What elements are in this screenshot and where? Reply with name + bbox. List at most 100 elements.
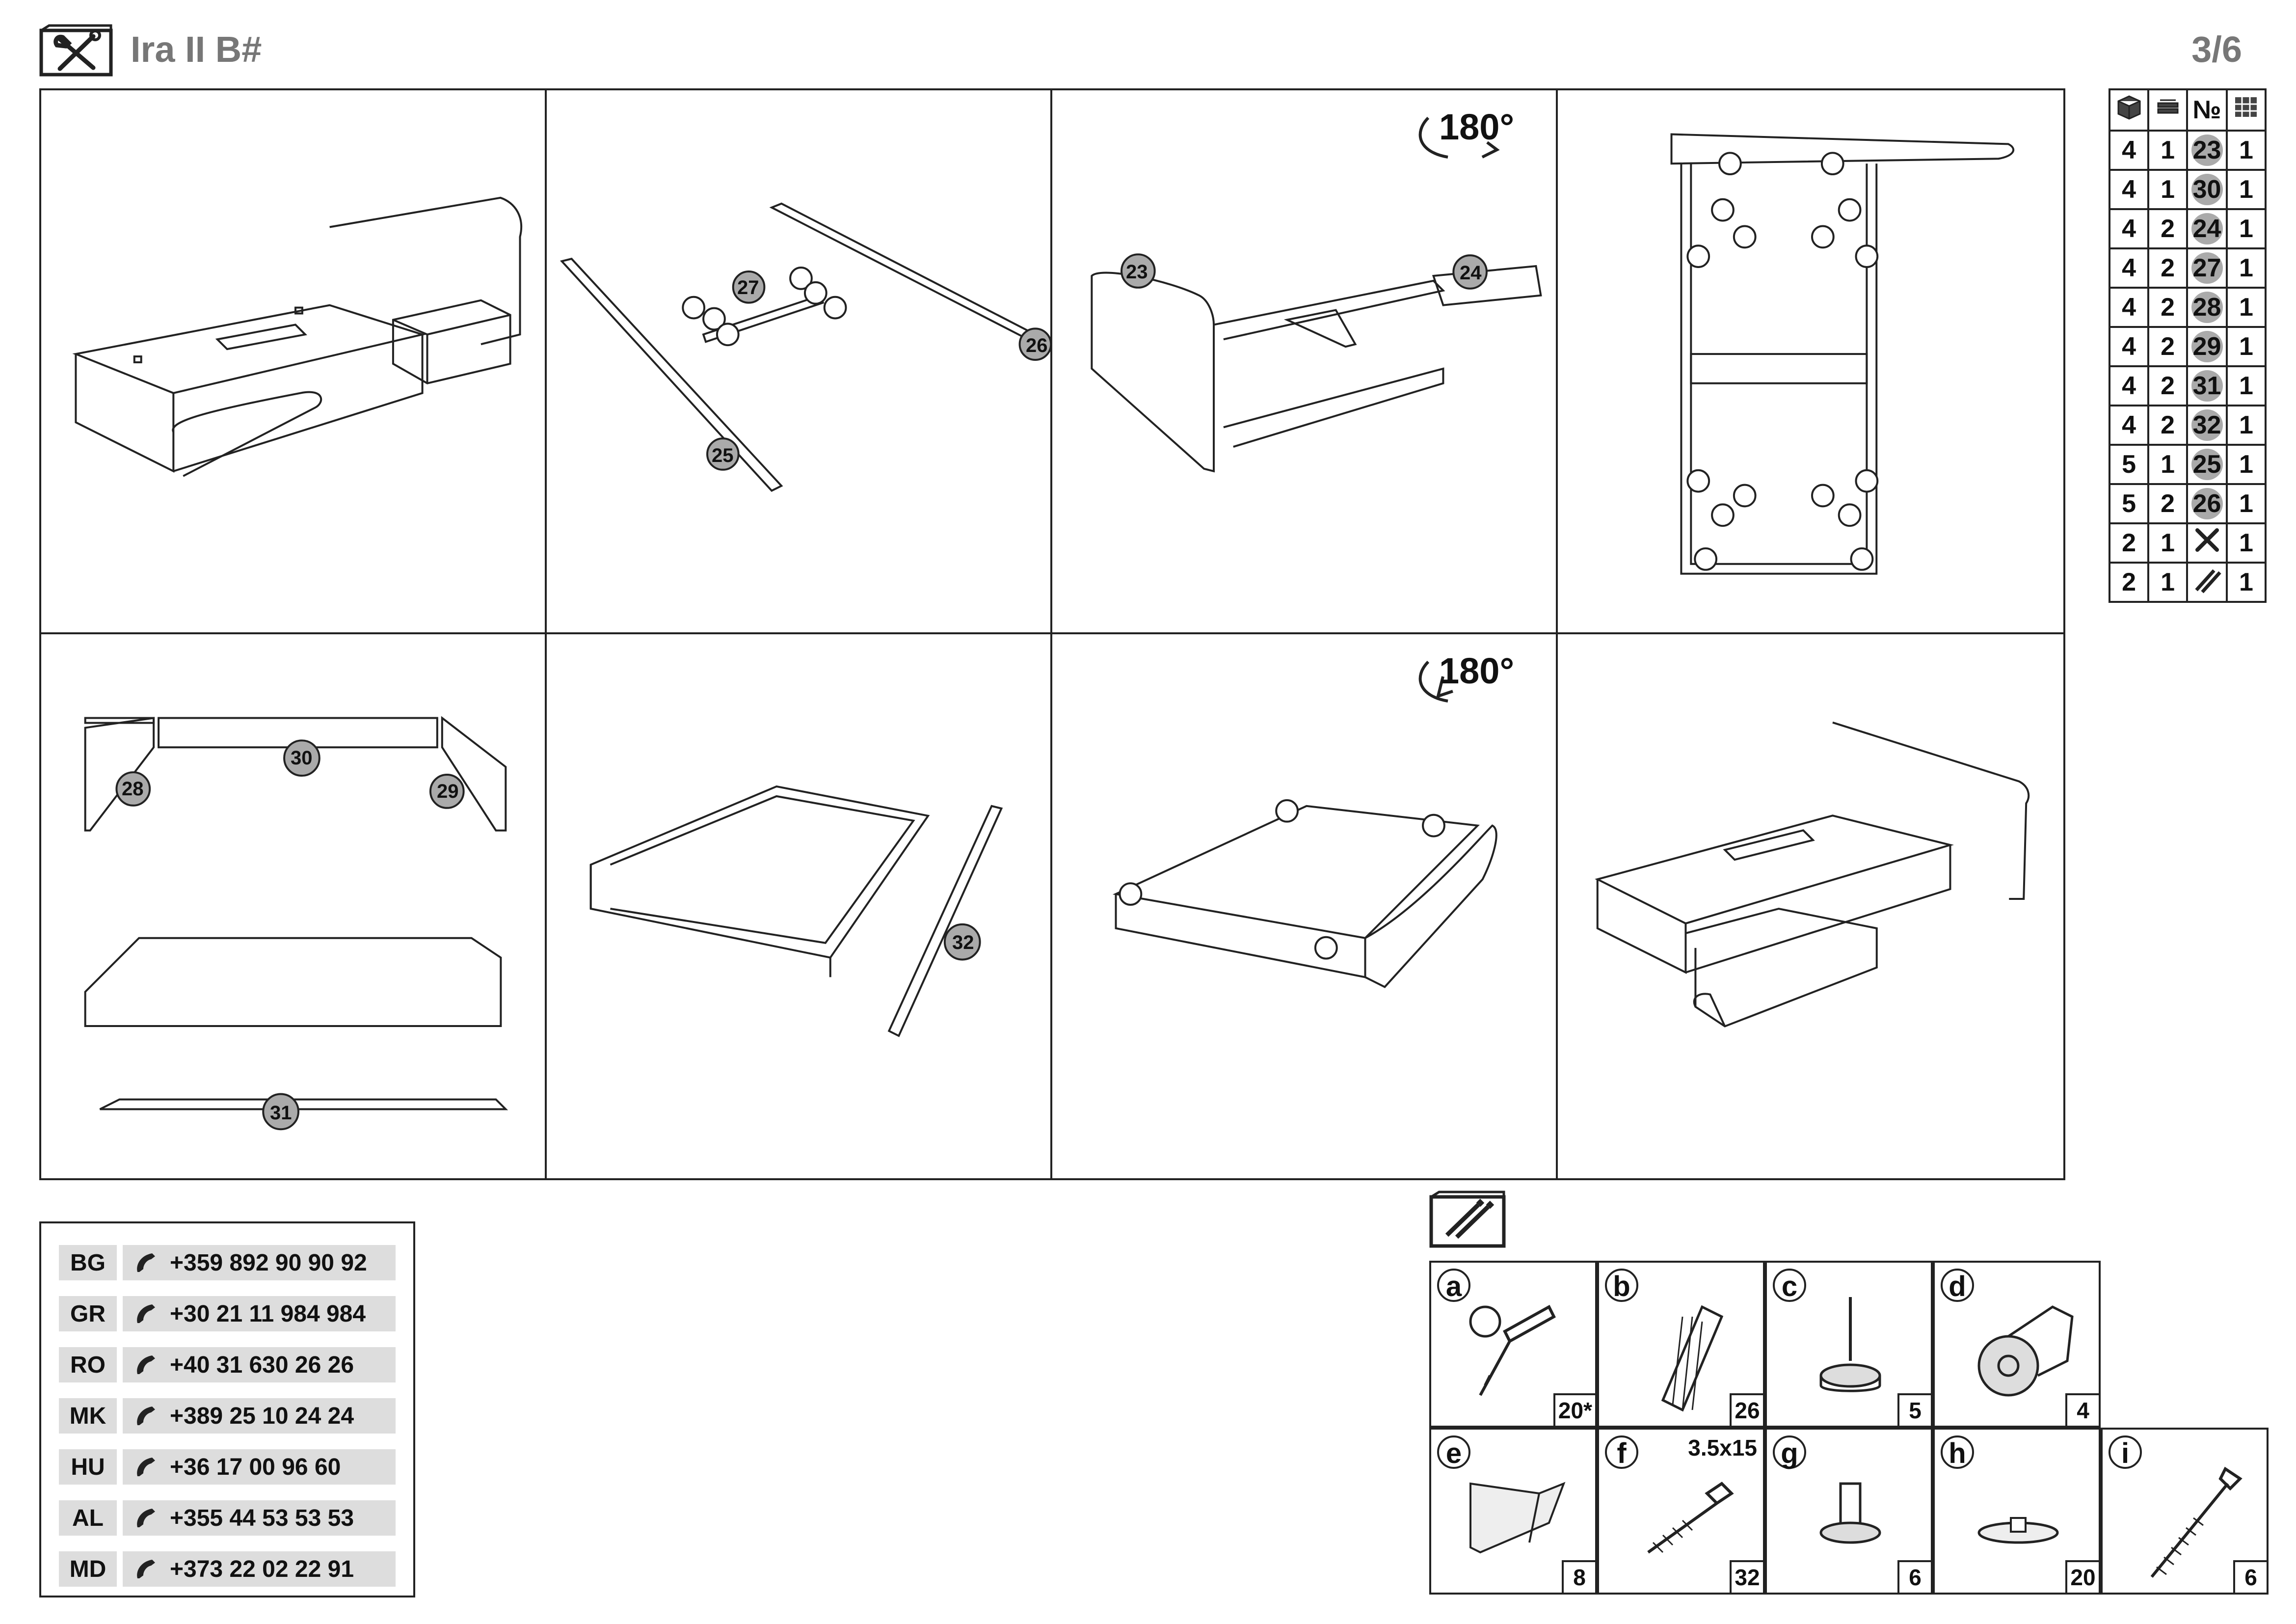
part-number-cell: 23 — [2186, 130, 2228, 171]
hardware-qty: 26 — [1730, 1393, 1765, 1428]
part-number-cell — [2186, 562, 2228, 603]
hardware-icon — [2194, 569, 2221, 593]
phone-number[interactable]: +40 31 630 26 26 — [123, 1347, 396, 1382]
parts-qty-cell: 1 — [2147, 522, 2189, 564]
part-label: 28 — [122, 778, 144, 800]
phone-number[interactable]: +30 21 11 984 984 — [123, 1296, 396, 1331]
phone-icon — [137, 1355, 155, 1374]
country-code: BG — [59, 1245, 117, 1280]
part-number: 26 — [2191, 488, 2223, 519]
rotate-label: 180° — [1439, 650, 1515, 691]
parts-qty-cell: 1 — [2225, 522, 2267, 564]
part-number-cell: 31 — [2186, 365, 2228, 406]
parts-qty-cell: 5 — [2108, 483, 2150, 524]
parts-qty-cell: 1 — [2225, 326, 2267, 367]
stack-icon — [2147, 88, 2189, 132]
hardware-label: d — [1941, 1269, 1974, 1302]
part-label: 23 — [1126, 261, 1148, 283]
phone-number[interactable]: +36 17 00 96 60 — [123, 1449, 396, 1485]
phone-number[interactable]: +355 44 53 53 53 — [123, 1500, 396, 1536]
phone-number[interactable]: +359 892 90 90 92 — [123, 1245, 396, 1280]
part-label: 29 — [437, 781, 459, 802]
cap-icon — [1977, 1517, 2059, 1544]
part-number-cell: 25 — [2186, 444, 2228, 485]
parts-qty-cell: 4 — [2108, 326, 2150, 367]
hardware-qty: 6 — [2233, 1560, 2269, 1595]
country-code: MK — [59, 1398, 117, 1434]
part-number: 29 — [2191, 331, 2223, 362]
parts-qty-cell: 4 — [2108, 247, 2150, 289]
phone-number-text: +373 22 02 22 91 — [170, 1556, 354, 1582]
hardware-label: f — [1605, 1435, 1638, 1469]
part-number: 32 — [2191, 409, 2223, 441]
step-panel-8 — [1558, 634, 2063, 1178]
tools-icon — [2195, 528, 2219, 552]
part-number: 24 — [2191, 213, 2223, 244]
parts-qty-cell: 4 — [2108, 130, 2150, 171]
parts-qty-cell: 1 — [2225, 405, 2267, 446]
phone-number-text: +36 17 00 96 60 — [170, 1454, 341, 1480]
parts-qty-cell: 1 — [2147, 562, 2189, 603]
parts-qty-cell: 1 — [2225, 247, 2267, 289]
part-number: 30 — [2191, 174, 2223, 205]
parts-qty-cell: 1 — [2225, 444, 2267, 485]
box-icon — [2108, 88, 2150, 132]
parts-qty-cell: 2 — [2108, 562, 2150, 603]
hardware-qty: 20* — [1553, 1393, 1597, 1428]
step-panel-7: 180° — [1052, 634, 1558, 1178]
part-number: 27 — [2191, 252, 2223, 284]
long-screw-icon — [2150, 1466, 2243, 1578]
step-panel-6: 32 — [547, 634, 1052, 1178]
phone-number-text: +389 25 10 24 24 — [170, 1403, 354, 1429]
phone-icon — [137, 1509, 155, 1527]
parts-qty-cell: 2 — [2108, 522, 2150, 564]
page-number: 3/6 — [2191, 29, 2242, 70]
part-number-cell: 27 — [2186, 247, 2228, 289]
hardware-qty: 32 — [1730, 1560, 1765, 1595]
rotate-180-icon: 180° — [1409, 103, 1522, 167]
hardware-label: i — [2109, 1435, 2142, 1469]
part-number-cell: 29 — [2186, 326, 2228, 367]
phone-row: AL+355 44 53 53 53 — [59, 1500, 396, 1536]
phone-number-text: +359 892 90 90 92 — [170, 1249, 367, 1276]
parts-qty-cell: 4 — [2108, 287, 2150, 328]
hardware-qty: 4 — [2065, 1393, 2101, 1428]
phone-row: RO+40 31 630 26 26 — [59, 1347, 396, 1382]
country-code: RO — [59, 1347, 117, 1382]
parts-qty-cell: 2 — [2147, 208, 2189, 249]
parts-qty-cell: 2 — [2147, 405, 2189, 446]
country-code: GR — [59, 1296, 117, 1331]
phone-number[interactable]: +373 22 02 22 91 — [123, 1551, 396, 1587]
parts-qty-cell: 4 — [2108, 208, 2150, 249]
phone-row: MK +389 25 10 24 24 — [59, 1398, 396, 1434]
part-number: 28 — [2191, 292, 2223, 323]
parts-qty-cell: 1 — [2225, 365, 2267, 406]
part-label: 31 — [270, 1102, 292, 1124]
glide-foot-icon — [1819, 1482, 1881, 1544]
parts-table-header: № — [2108, 88, 2267, 132]
parts-qty-cell: 1 — [2147, 444, 2189, 485]
hardware-icon — [1429, 1190, 1506, 1248]
nail-glide-icon — [1819, 1297, 1881, 1392]
grid-icon — [2225, 88, 2267, 132]
rotate-label: 180° — [1439, 107, 1515, 147]
parts-qty-cell: 1 — [2147, 130, 2189, 171]
parts-qty-cell: 1 — [2225, 208, 2267, 249]
part-label: 32 — [952, 932, 974, 953]
phone-number[interactable]: +389 25 10 24 24 — [123, 1398, 396, 1434]
part-label: 27 — [737, 277, 759, 298]
